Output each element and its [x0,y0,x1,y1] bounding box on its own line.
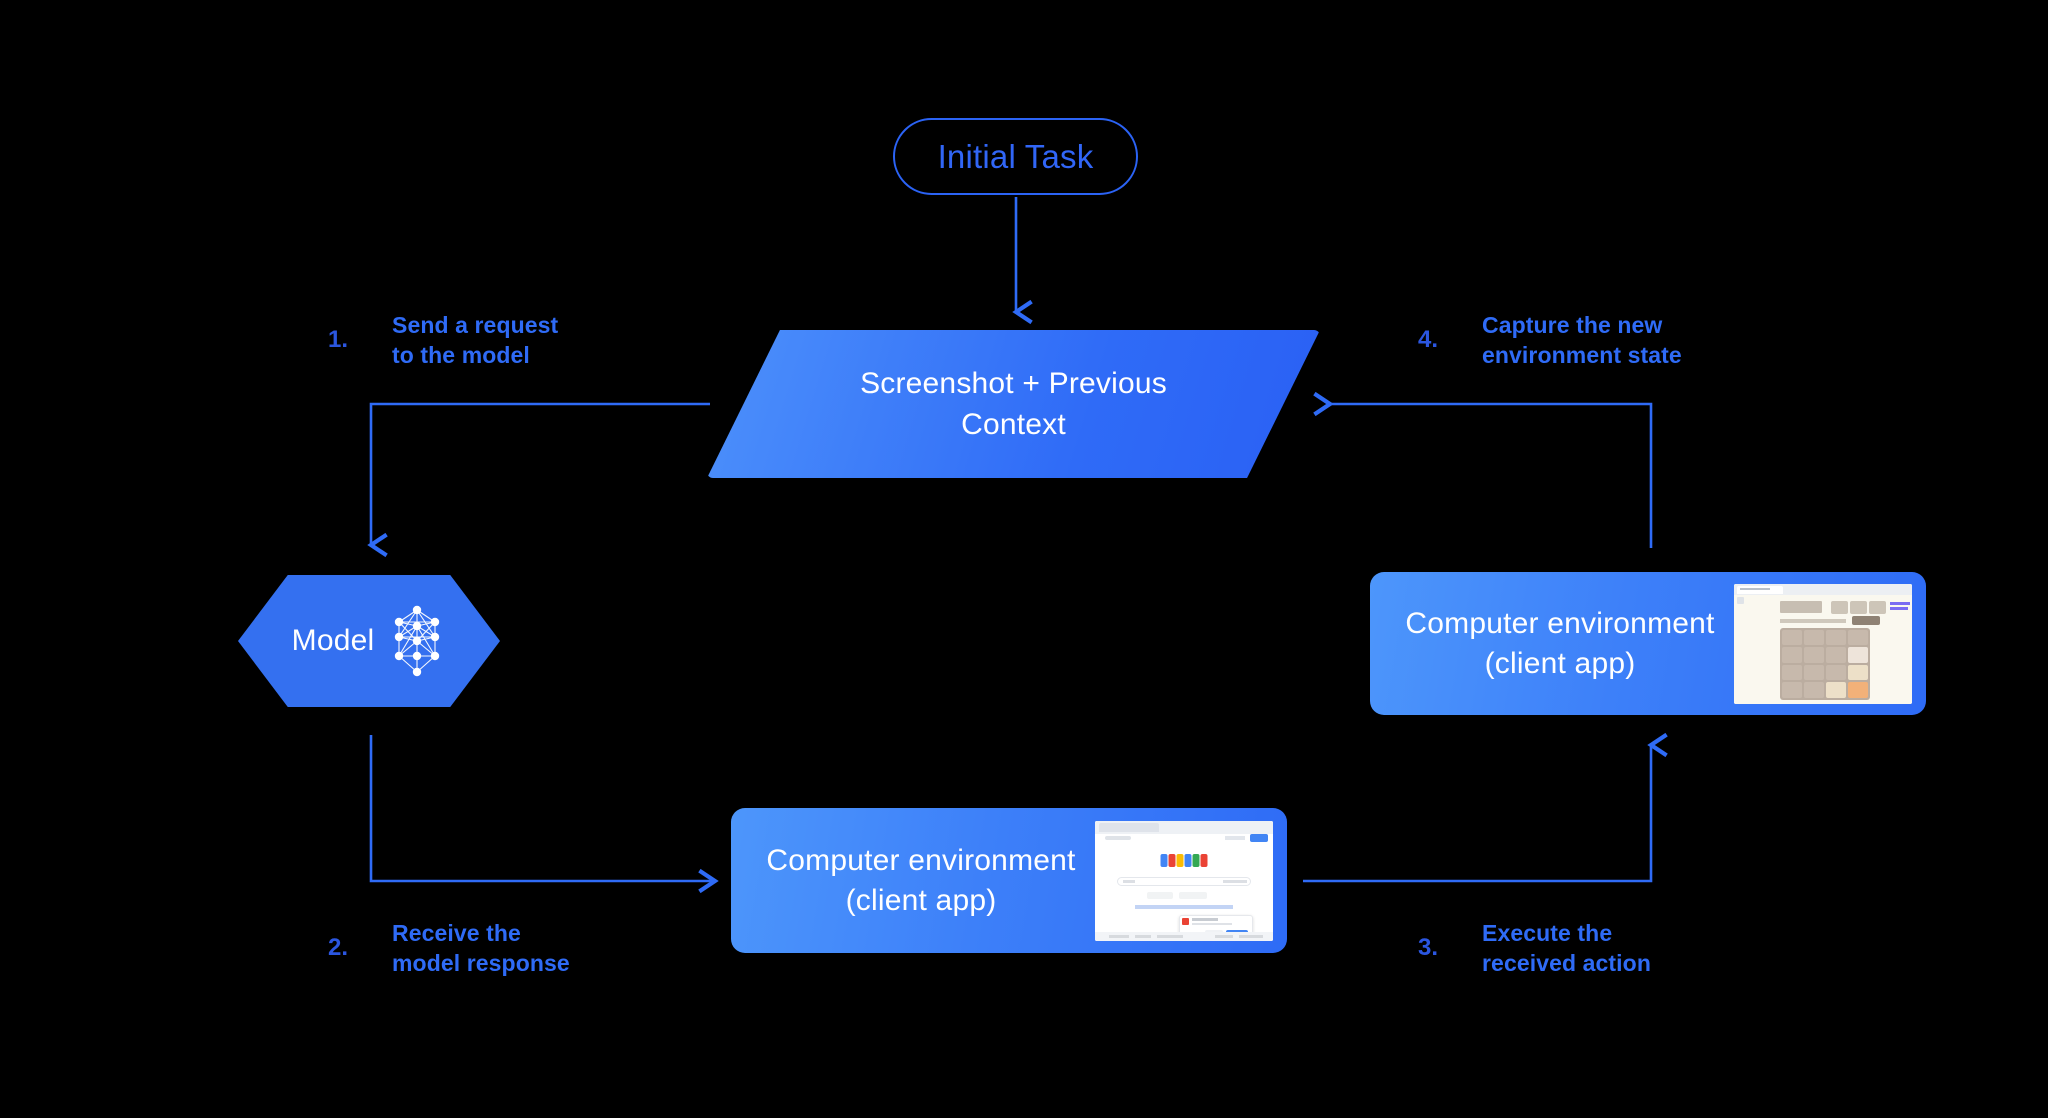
browser-toolbar-icons [1225,835,1245,840]
browser-tab-title [1740,587,1770,590]
step-3-text: Execute the received action [1482,920,1651,976]
step-1-text: Send a request to the model [392,312,559,368]
search-input-icons [1223,879,1247,883]
step-2: 2. Receive the model response [328,918,570,978]
arrow-model-to-env-bottom [369,735,719,894]
arrow-context-to-model [367,402,710,558]
footer-link [1109,934,1129,938]
google-logo [1160,853,1208,867]
footer-link [1157,934,1183,938]
score-box-3 [1869,600,1886,614]
footer-link [1135,934,1151,938]
language-links [1135,904,1233,909]
board-cell [1782,682,1802,698]
board-cell [1826,629,1846,645]
google-search-screenshot [1095,820,1273,941]
context-label-line1: Screenshot + Previous [860,367,1167,400]
board-tile-4 [1826,682,1846,698]
thumbnail-google-search[interactable] [1095,820,1273,941]
board-cell [1848,629,1868,645]
board-cell [1804,664,1824,680]
step-1-number: 1. [328,326,349,353]
footer-link [1239,934,1263,938]
env-bottom-label-line2: (client app) [845,883,997,917]
board-tile-2 [1848,647,1868,663]
page-link-2 [1890,606,1908,610]
env-right-label-line2: (client app) [1484,646,1636,680]
board-cell [1782,647,1802,663]
dialog-body-text [1192,922,1232,925]
google-search-button [1147,891,1173,899]
env-bottom-text-block: Computer environment (client app) [731,841,1095,921]
score-box-2 [1850,600,1867,614]
board-cell [1804,629,1824,645]
step-1: 1. Send a request to the model [328,310,558,370]
new-game-button [1852,615,1880,625]
model-content: Model [238,575,500,707]
dialog-icon [1182,917,1189,925]
search-placeholder-text [1123,879,1135,883]
neural-network-icon [388,604,446,678]
node-env-right[interactable]: Computer environment (client app) [1370,572,1926,715]
feeling-lucky-button [1179,891,1207,899]
board-cell [1804,682,1824,698]
parallelogram-shape [707,330,1320,478]
browser-address-bar [1105,835,1131,840]
step-4: 4. Capture the new environment state [1418,310,1682,370]
node-model[interactable]: Model [238,575,500,707]
sign-in-button [1250,833,1268,842]
initial-task-label: Initial Task [937,137,1094,175]
step-4-text: Capture the new environment state [1482,312,1682,368]
browser-tab [1099,822,1159,832]
step-3: 3. Execute the received action [1418,918,1651,978]
game-subtitle [1780,618,1846,623]
dialog-title [1192,917,1218,921]
arrow-env-right-to-context [1313,391,1653,548]
context-text-block: Screenshot + Previous Context [707,330,1320,478]
node-screenshot-context[interactable]: Screenshot + Previous Context [707,330,1320,478]
page-footer [1095,931,1273,941]
thumbnail-2048-game[interactable] [1734,583,1912,704]
score-box-1 [1831,600,1848,614]
board-cell [1826,664,1846,680]
env-right-label-line1: Computer environment [1405,606,1715,640]
board-cell [1782,629,1802,645]
node-initial-task[interactable]: Initial Task [893,118,1138,195]
game-board [1780,627,1870,700]
board-tile-8 [1848,682,1868,698]
env-right-text-block: Computer environment (client app) [1370,604,1734,684]
board-cell [1804,647,1824,663]
node-env-bottom[interactable]: Computer environment (client app) [731,808,1287,953]
step-2-number: 2. [328,934,349,961]
browser-titlebar [1734,583,1912,595]
env-bottom-label-line1: Computer environment [766,843,1076,877]
browser-tab [1737,585,1783,594]
board-tile-4 [1848,664,1868,680]
board-cell [1826,647,1846,663]
hexagon-shape [238,575,500,707]
footer-link [1215,934,1233,938]
context-label-line2: Context [961,408,1066,441]
step-2-text: Receive the model response [392,920,570,976]
google-search-input [1117,876,1251,886]
page-link-1 [1890,601,1910,605]
game-2048-logo [1780,600,1822,613]
step-4-number: 4. [1418,326,1439,353]
arrow-env-bottom-to-env-right [1303,732,1668,883]
board-cell [1782,664,1802,680]
game-2048-screenshot [1734,583,1912,704]
model-label: Model [291,624,375,657]
browser-address-icon [1737,596,1744,604]
step-3-number: 3. [1418,934,1439,961]
